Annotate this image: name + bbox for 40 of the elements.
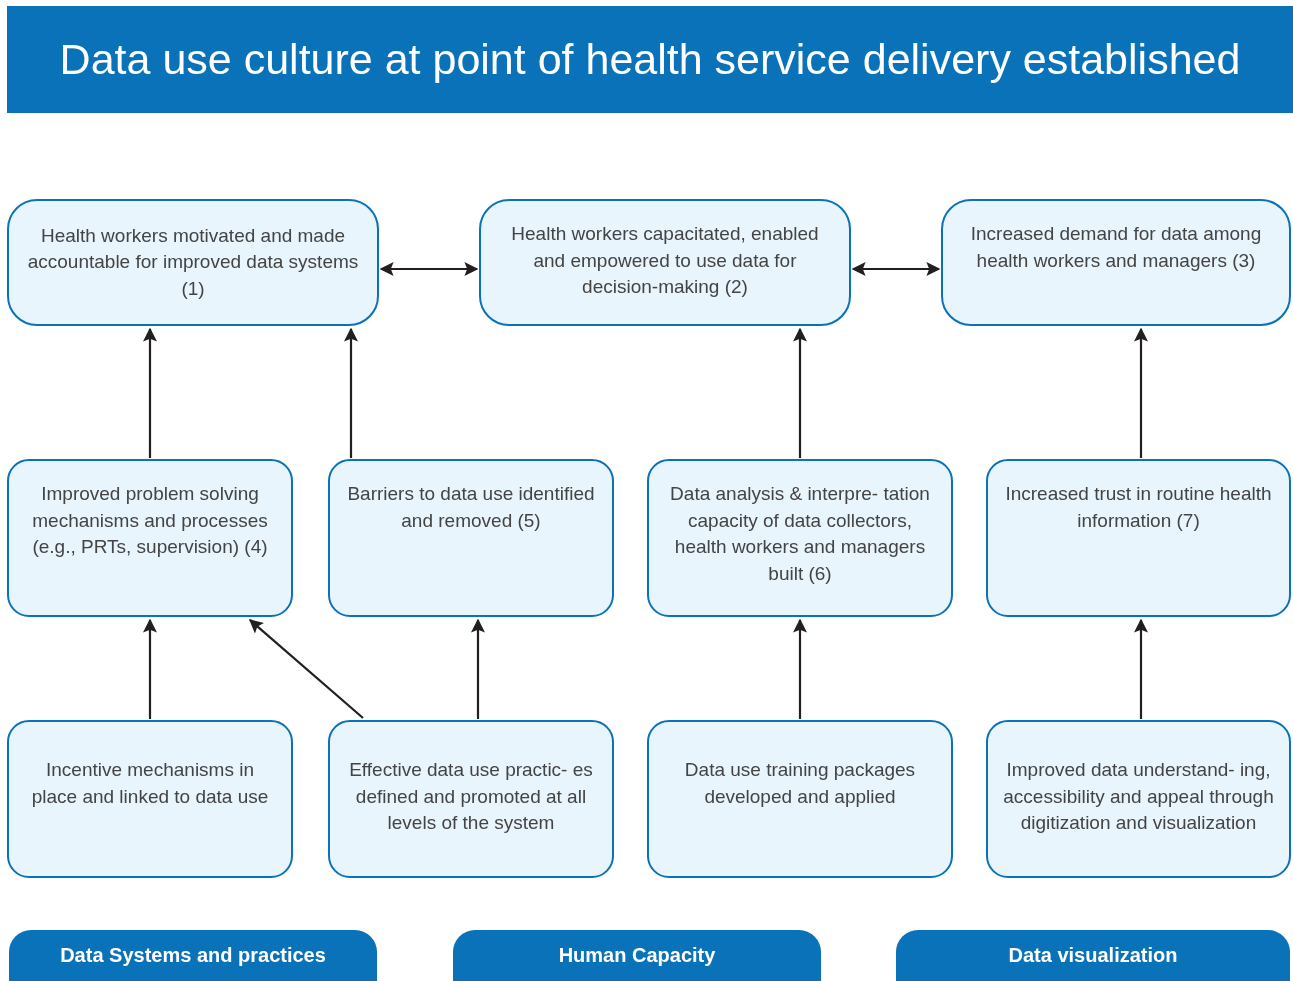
box-text: Improved data understand- ing, accessibility and appeal through digitization and visualization xyxy=(1002,758,1275,836)
outcome-box xyxy=(986,720,1291,878)
box-text: Data analysis & interpre- tation capacity of data collectors, health workers and managers built (6) xyxy=(669,482,931,586)
box-text: Improved problem solving mechanisms and processes (e.g., PRTs, supervision) (4) xyxy=(31,482,269,560)
outcome-box xyxy=(328,720,614,878)
category-banner xyxy=(896,930,1290,981)
arrow xyxy=(793,618,807,719)
box-text: Barriers to data use identified and removed (5) xyxy=(346,482,596,533)
arrow xyxy=(344,327,358,458)
outcome-box xyxy=(941,199,1291,326)
box-text: Health workers motivated and made accountable for improved data systems (1) xyxy=(26,223,360,301)
outcome-box xyxy=(7,199,379,326)
arrow xyxy=(793,327,807,458)
box-text: Human Capacity xyxy=(558,944,716,967)
box-text: Data Systems and practices xyxy=(60,944,326,967)
box-text: Data visualization xyxy=(1008,944,1178,967)
outcome-box xyxy=(7,720,293,878)
outcome-box xyxy=(328,459,614,617)
arrow xyxy=(143,327,157,458)
outcome-box xyxy=(479,199,851,326)
title-banner: Data use culture at point of health service delivery established xyxy=(7,6,1293,113)
box-text: Effective data use practic- es defined and promoted at all levels of the system xyxy=(348,758,594,836)
arrow xyxy=(471,618,485,719)
outcome-box xyxy=(986,459,1291,617)
arrow xyxy=(851,262,941,276)
category-banner xyxy=(9,930,377,981)
arrow xyxy=(1134,618,1148,719)
box-text: Incentive mechanisms in place and linked to data use xyxy=(30,758,270,809)
outcome-box xyxy=(647,459,953,617)
box-text: Increased demand for data among health workers and managers (3) xyxy=(969,222,1263,273)
outcome-box xyxy=(7,459,293,617)
arrow xyxy=(379,262,479,276)
box-text: Data use training packages developed and applied xyxy=(683,758,917,809)
box-text: Health workers capacitated, enabled and empowered to use data for decision-making (2) xyxy=(510,222,820,300)
arrow xyxy=(1134,327,1148,458)
arrow xyxy=(248,619,364,719)
category-banner xyxy=(453,930,821,981)
arrow xyxy=(143,618,157,719)
box-text: Increased trust in routine health information (7) xyxy=(1004,482,1273,533)
outcome-box xyxy=(647,720,953,878)
